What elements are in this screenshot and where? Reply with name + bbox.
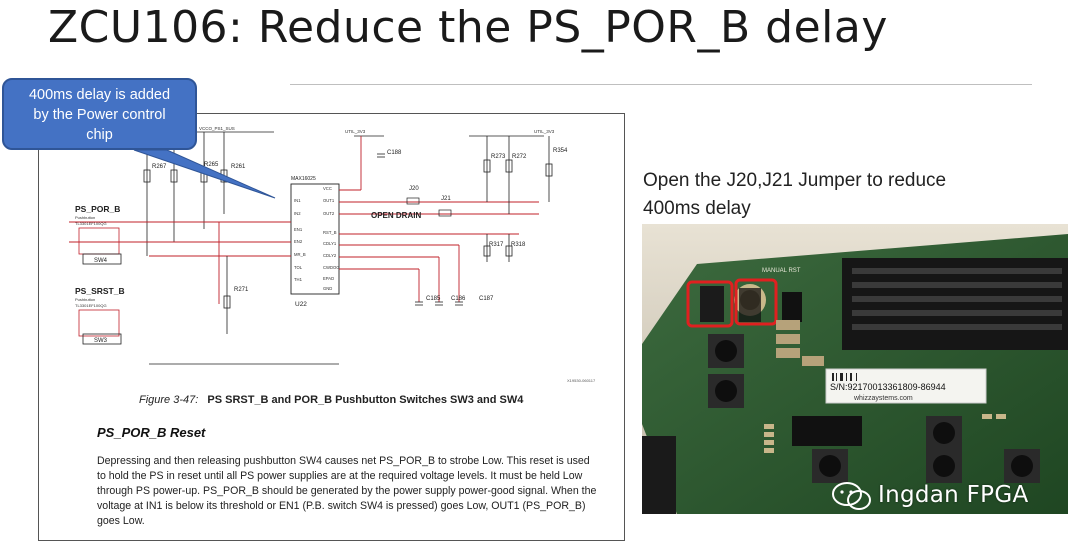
c188-label: C188: [387, 150, 402, 156]
sw3-label: SW3: [94, 338, 108, 344]
pushbutton-label-1: Pushbutton: [75, 215, 95, 220]
manual-rst-label: MANUAL RST: [762, 268, 801, 274]
u22-chip-body: [290, 183, 340, 295]
u22-label: U22: [295, 301, 307, 308]
instruction-line-1: Open the J20,J21 Jumper to reduce: [643, 170, 947, 191]
svg-text:CWDOG: CWDOG: [323, 265, 340, 270]
figure-title: PS SRST_B and POR_B Pushbutton Switches …: [207, 394, 524, 406]
r354-label: R354: [553, 148, 568, 154]
callout-line-3: chip: [86, 127, 113, 143]
slide-title: ZCU106: Reduce the PS_POR_B delay: [48, 2, 888, 53]
instruction-line-2: 400ms delay: [643, 198, 751, 219]
svg-text:TOL: TOL: [294, 265, 303, 270]
jumper-instruction: Open the J20,J21 Jumper to reduce 400ms …: [643, 167, 1023, 223]
svg-text:EN1: EN1: [294, 227, 303, 232]
figure-id: X19530-060117: [567, 378, 596, 383]
svg-text:OUT1: OUT1: [323, 198, 335, 203]
open-drain-label: OPEN DRAIN: [371, 211, 421, 220]
figure-caption: Figure 3-47: PS SRST_B and POR_B Pushbut…: [139, 394, 523, 406]
svg-text:OUT2: OUT2: [323, 211, 335, 216]
c185-label: C185: [426, 296, 441, 302]
r267-label: R267: [152, 164, 167, 170]
pushbutton-label-2: Pushbutton: [75, 297, 95, 302]
svg-text:CDLY2: CDLY2: [323, 253, 337, 258]
callout-line-1: 400ms delay is added: [28, 87, 171, 103]
wechat-icon: [832, 482, 871, 510]
figure-label: Figure 3-47:: [139, 394, 199, 406]
c187-label: C187: [479, 296, 494, 302]
svg-text:IN2: IN2: [294, 211, 301, 216]
ps-srst-b-label: PS_SRST_B: [75, 286, 125, 296]
svg-text:RST_B: RST_B: [323, 230, 337, 235]
tl-part-label-1: TL3301EF100QG: [75, 221, 107, 226]
svg-text:VCC: VCC: [323, 186, 332, 191]
chip-part-label: MAX16025: [291, 176, 316, 182]
vcc-rail-label: VCCO_PS1_SUS: [199, 126, 235, 131]
serial-number: S/N:92170013361809-86944: [830, 382, 946, 392]
c186-label: C186: [451, 296, 466, 302]
tl-part-label-2: TL3301EF100QG: [75, 303, 107, 308]
util-rail-label-2: UTIL_3V3: [534, 129, 555, 134]
j21-label: J21: [441, 196, 451, 202]
sw4-label: SW4: [94, 258, 108, 264]
board-illustration: MANUAL RST S/N:92170013361809-86944 whiz…: [642, 224, 1068, 514]
svg-text:EN2: EN2: [294, 239, 303, 244]
callout-pointer: [133, 149, 276, 199]
callout-bubble: 400ms delay is added by the Power contro…: [2, 78, 197, 150]
r265-label: R265: [204, 162, 219, 168]
section-body: Depressing and then releasing pushbutton…: [97, 455, 597, 527]
r271-label: R271: [234, 287, 249, 293]
svg-text:IN1: IN1: [294, 198, 301, 203]
section-title: PS_POR_B Reset: [97, 425, 206, 440]
title-divider: [290, 84, 1032, 85]
r317-label: R317: [489, 242, 504, 248]
r272-label: R272: [512, 154, 527, 160]
svg-text:GND: GND: [323, 286, 332, 291]
ps-por-b-label: PS_POR_B: [75, 204, 120, 214]
board-photo: MANUAL RST S/N:92170013361809-86944 whiz…: [642, 224, 1068, 514]
watermark-text: Ingdan FPGA: [878, 482, 1029, 508]
svg-text:TH1: TH1: [294, 277, 303, 282]
j21-highlight: [734, 278, 778, 326]
j20-label: J20: [409, 186, 419, 192]
brand-label: whizzaystems.com: [853, 395, 913, 402]
svg-text:CDLY1: CDLY1: [323, 241, 337, 246]
callout-line-2: by the Power control: [33, 107, 166, 123]
j20-highlight: [686, 280, 734, 328]
r318-label: R318: [511, 242, 526, 248]
svg-text:MR_B: MR_B: [294, 252, 306, 257]
r261-label: R261: [231, 164, 246, 170]
document-excerpt: VCCO_PS1_SUS UTIL_3V3 UTIL_3V3 R267 R265…: [38, 113, 625, 541]
schematic-diagram: VCCO_PS1_SUS UTIL_3V3 UTIL_3V3 R267 R265…: [69, 126, 596, 383]
util-rail-label: UTIL_3V3: [345, 129, 366, 134]
r273-label: R273: [491, 154, 506, 160]
svg-text:EPAD: EPAD: [323, 276, 334, 281]
